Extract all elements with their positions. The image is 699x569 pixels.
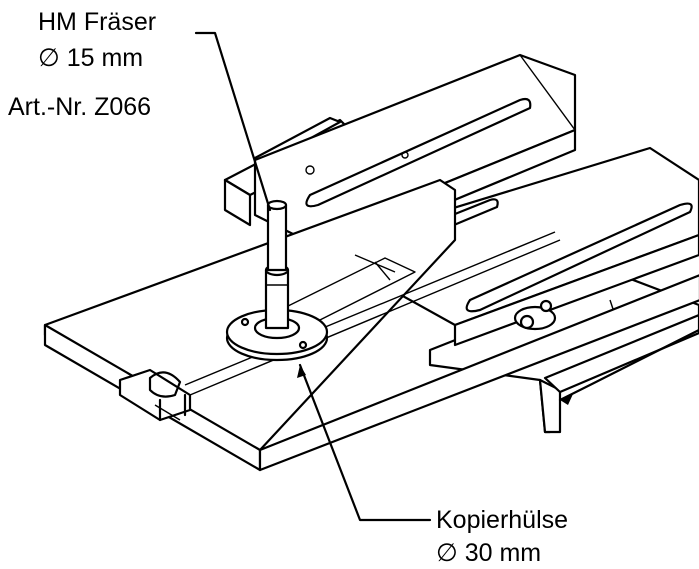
- cutter-diameter-label: ∅ 15 mm: [38, 44, 144, 72]
- leader-lines: [194, 31, 699, 522]
- right-rail: [363, 146, 699, 347]
- sleeve-diameter-label: ∅ 30 mm: [436, 539, 542, 567]
- router-bit: [264, 199, 290, 330]
- article-number-label: Art.-Nr. Z066: [8, 93, 152, 121]
- sleeve-name-label: Kopierhülse: [436, 506, 569, 534]
- clamp-knob: [513, 299, 557, 331]
- cutter-name-label: HM Fräser: [38, 8, 157, 36]
